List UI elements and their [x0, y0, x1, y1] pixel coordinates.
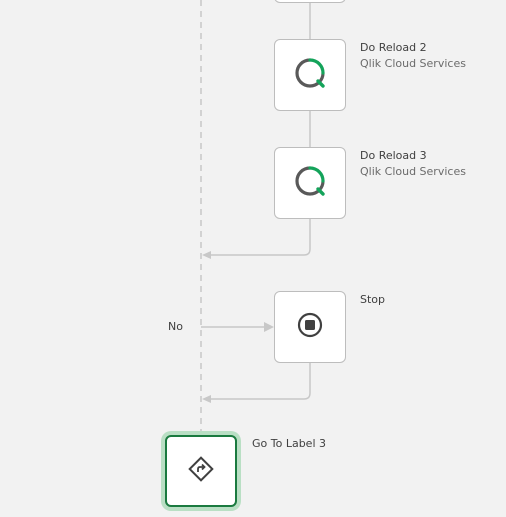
go-to-label-icon: [186, 454, 216, 488]
stop-label: Stop: [360, 292, 385, 308]
stop-return-connector: [205, 362, 311, 400]
block-title: Do Reload 3: [360, 149, 427, 162]
previous-block[interactable]: [274, 0, 346, 3]
do-reload-3-block[interactable]: [274, 147, 346, 219]
block-title: Go To Label 3: [252, 437, 326, 450]
go-to-label-3-label: Go To Label 3: [252, 436, 326, 452]
qlik-icon: [293, 56, 327, 94]
block-title: Stop: [360, 293, 386, 306]
block-subtitle: Qlik Cloud Services: [360, 165, 466, 178]
do-reload-3-label: Do Reload 3 Qlik Cloud Services: [360, 148, 466, 180]
do-reload-2-label: Do Reload 2 Qlik Cloud Services: [360, 40, 466, 72]
return-arrow: [202, 251, 211, 259]
block-title: Do Reload 2: [360, 41, 427, 54]
qlik-icon: [293, 164, 327, 202]
block-subtitle: Qlik Cloud Services: [360, 57, 466, 70]
stop-block[interactable]: [274, 291, 346, 363]
return-connector: [205, 218, 311, 256]
go-to-label-3-block[interactable]: [165, 435, 237, 507]
no-branch-arrow: [264, 322, 274, 332]
stop-icon: [296, 311, 324, 343]
stop-return-arrow: [202, 395, 211, 403]
do-reload-2-block[interactable]: [274, 39, 346, 111]
no-branch-label: No: [168, 320, 183, 333]
